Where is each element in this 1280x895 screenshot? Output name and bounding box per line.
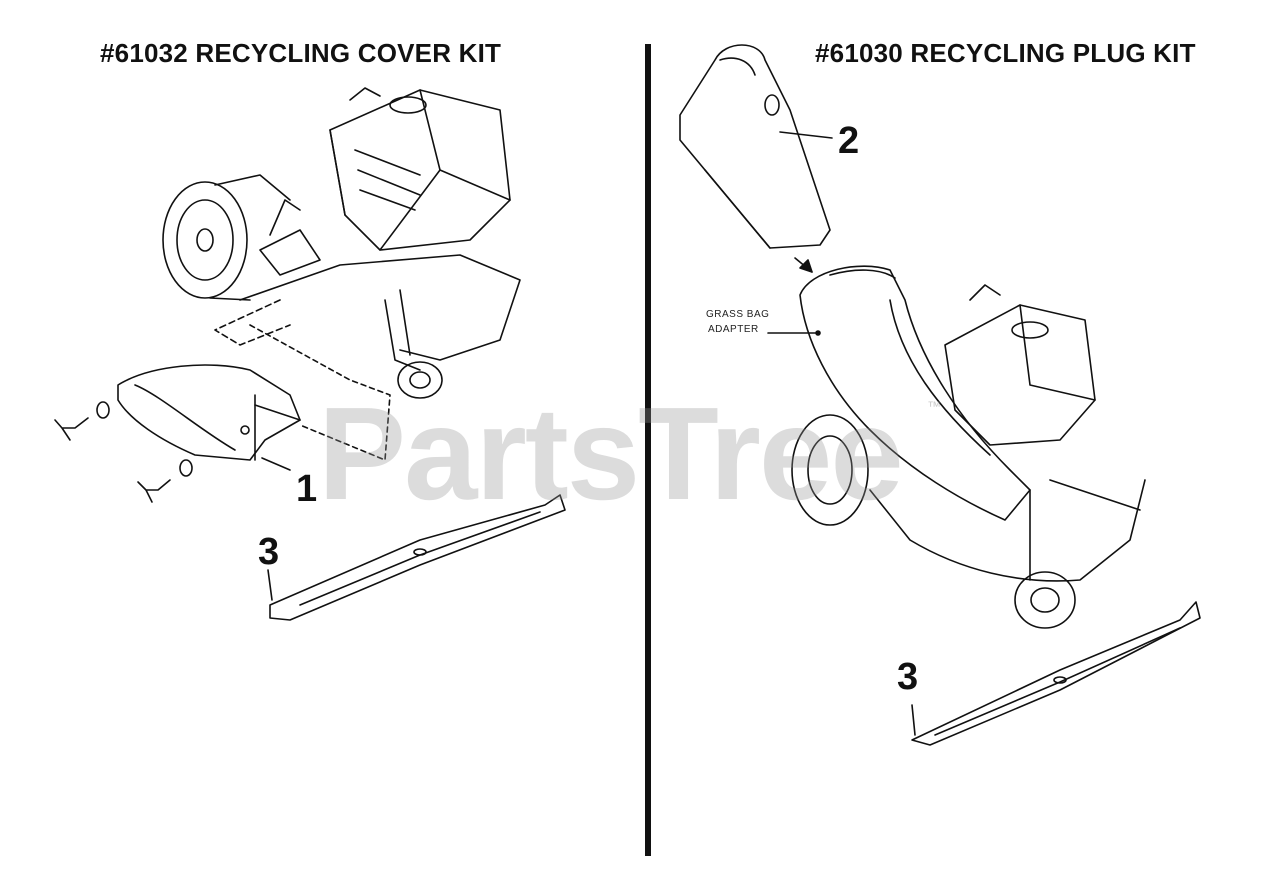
right-mower-drawing — [680, 45, 1200, 745]
right-kit-title: #61030 RECYCLING PLUG KIT — [815, 38, 1196, 68]
adapter-label-line2: ADAPTER — [708, 324, 759, 335]
left-kit-title: #61032 RECYCLING COVER KIT — [100, 38, 502, 68]
callout-2-plug: 2 — [838, 120, 860, 162]
callout-1-cover: 1 — [296, 468, 318, 510]
callout-3-right-blade: 3 — [897, 656, 919, 698]
adapter-label-line1: GRASS BAG — [706, 309, 770, 320]
panel-divider — [645, 44, 651, 856]
callout-3-left-blade: 3 — [258, 531, 280, 573]
left-mower-drawing — [55, 88, 565, 620]
trademark-symbol: ™ — [927, 398, 941, 414]
